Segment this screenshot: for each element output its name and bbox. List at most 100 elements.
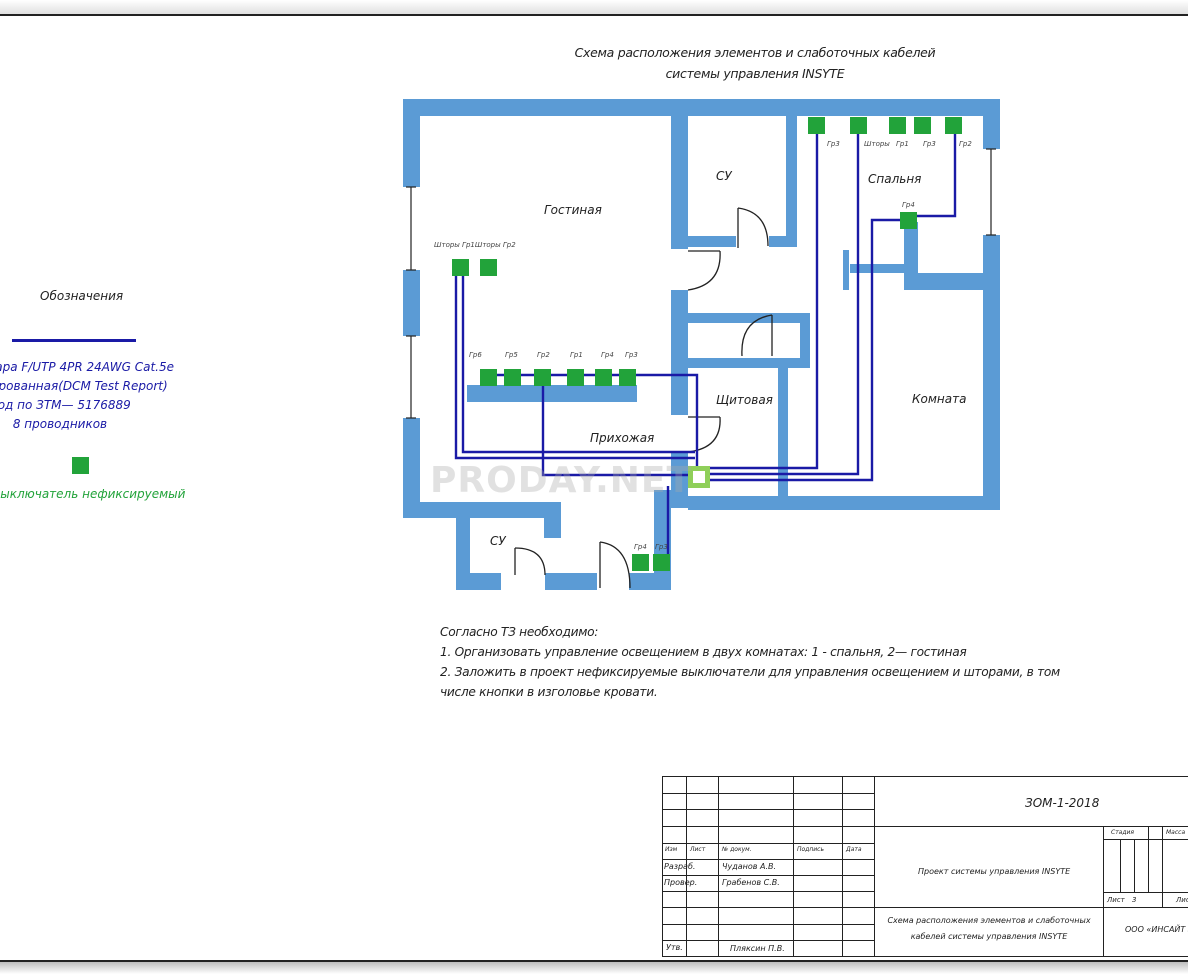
label-bed-gr4: Гр4	[902, 201, 915, 209]
wall	[688, 313, 810, 323]
label-hall-gr4: Гр4	[634, 543, 647, 551]
requirements-item1: 1. Организовать управление освещением в …	[440, 645, 967, 659]
wall	[544, 502, 561, 538]
tb-col-izm: Изм	[665, 846, 678, 853]
title-block-border	[662, 776, 1188, 957]
tb-company: ООО «ИНСАЙТ Э	[1125, 925, 1188, 934]
room-label-su-top: СУ	[716, 169, 732, 183]
switch-gr3	[619, 369, 636, 386]
tb-utv-name: Пляксин П.В.	[730, 944, 785, 953]
tb-prover-name: Грабенов С.В.	[722, 878, 780, 887]
switch-bed-gr1	[889, 117, 906, 134]
label-gr3: Гр3	[625, 351, 638, 359]
tb-sheet-title: Схема расположения элементов и слаботочн…	[878, 913, 1100, 945]
wall	[983, 99, 1000, 149]
switch-bed-shtory	[850, 117, 867, 134]
diagram-title-line2: системы управления INSYTE	[665, 66, 845, 81]
switch-gr6	[480, 369, 497, 386]
title-block-grid	[662, 776, 1188, 957]
windows	[406, 148, 996, 419]
label-bed-gr3: Гр3	[827, 140, 840, 148]
switch-bed-gr4	[900, 212, 917, 229]
switch-bed-gr3b	[914, 117, 931, 134]
cables	[454, 126, 957, 562]
requirements-item2-cont: числе кнопки в изголовье кровати.	[440, 685, 658, 699]
cable-route	[705, 126, 860, 476]
switch-bed-gr2	[945, 117, 962, 134]
legend-cable-text: Витая пара F/UTP 4PR 24AWG Cat.5e Экрани…	[0, 358, 210, 434]
wall	[843, 250, 849, 290]
wall	[467, 385, 637, 402]
wall	[769, 236, 797, 247]
switch-gr5	[504, 369, 521, 386]
wall	[456, 573, 501, 590]
tb-col-ndok: № докум.	[722, 846, 752, 853]
switch-gr2	[534, 369, 551, 386]
label-gr4: Гр4	[601, 351, 614, 359]
doors	[514, 207, 773, 589]
label-bed-shtory: Шторы	[864, 140, 890, 148]
wall	[456, 518, 470, 590]
watermark: PRODAY.NET	[430, 460, 693, 501]
cable-route	[461, 267, 695, 454]
wall	[778, 368, 788, 496]
cable-route	[705, 218, 908, 482]
label-bed-gr2: Гр2	[959, 140, 972, 148]
tb-project-name: Проект системы управления INSYTE	[918, 867, 1071, 876]
tb-col-data: Дата	[846, 846, 862, 853]
tb-listov: Листов	[1176, 896, 1188, 904]
room-label-gostinaya: Гостиная	[544, 203, 602, 217]
cable-route	[541, 378, 695, 477]
legend-cable-line	[12, 339, 136, 342]
room-label-komnata: Комната	[912, 392, 966, 406]
label-gr5: Гр5	[505, 351, 518, 359]
wall	[671, 99, 688, 249]
wall	[983, 235, 1000, 510]
tb-sheet-title-line1: Схема расположения элементов и слаботочн…	[887, 916, 1091, 925]
label-bed-gr3b: Гр3	[923, 140, 936, 148]
junction-box-inner	[693, 471, 705, 483]
legend-cable-line2: Экранированная(DCM Test Report)	[0, 379, 168, 393]
door-swing	[687, 416, 721, 453]
switch-gr1	[567, 369, 584, 386]
frame-top-border	[0, 14, 1188, 16]
door-swing	[741, 314, 773, 357]
switch-hall-gr4	[632, 554, 649, 571]
requirements-heading: Согласно ТЗ необходимо:	[440, 625, 599, 639]
legend-switch-symbol	[72, 457, 89, 474]
room-label-spalnya: Спальня	[868, 172, 921, 186]
wall	[688, 236, 736, 247]
wall	[671, 452, 688, 508]
door-swing	[599, 541, 631, 589]
label-gr2: Гр2	[537, 351, 550, 359]
label-hall-gr3: Гр3	[655, 543, 668, 551]
wall	[904, 222, 918, 290]
wall	[403, 99, 420, 187]
wall	[688, 99, 1000, 116]
switch-labels: Шторы Гр1Шторы Гр2 Гр6 Гр5 Гр2 Гр1 Гр4 Г…	[434, 140, 972, 551]
wall	[800, 313, 810, 363]
tb-razrab-name: Чуданов А.В.	[722, 862, 777, 871]
label-gr6: Гр6	[469, 351, 482, 359]
legend-cable-line1: Витая пара F/UTP 4PR 24AWG Cat.5e	[0, 360, 175, 374]
room-labels: Гостиная СУ Спальня Щитовая Комната Прих…	[490, 169, 966, 548]
switch-shtory-gr2	[480, 259, 497, 276]
walls	[403, 99, 1000, 590]
tb-massa: Масса	[1166, 829, 1186, 836]
diagram-title: Схема расположения элементов и слаботочн…	[560, 42, 950, 84]
tb-col-list: Лист	[690, 846, 706, 853]
cable-route	[912, 126, 957, 218]
tb-utv-role: Утв.	[666, 943, 683, 952]
tb-list-num: 3	[1132, 896, 1137, 904]
cable-route	[705, 126, 819, 470]
switch-shtory-gr1	[452, 259, 469, 276]
tb-doc-code: ЗОМ-1-2018	[1025, 796, 1100, 810]
switches	[452, 117, 962, 571]
switch-hall-gr3	[653, 554, 670, 571]
room-label-su-bottom: СУ	[490, 534, 506, 548]
legend-title: Обозначения	[40, 289, 124, 303]
tb-list-label: Лист	[1107, 896, 1125, 904]
wall	[545, 573, 597, 590]
